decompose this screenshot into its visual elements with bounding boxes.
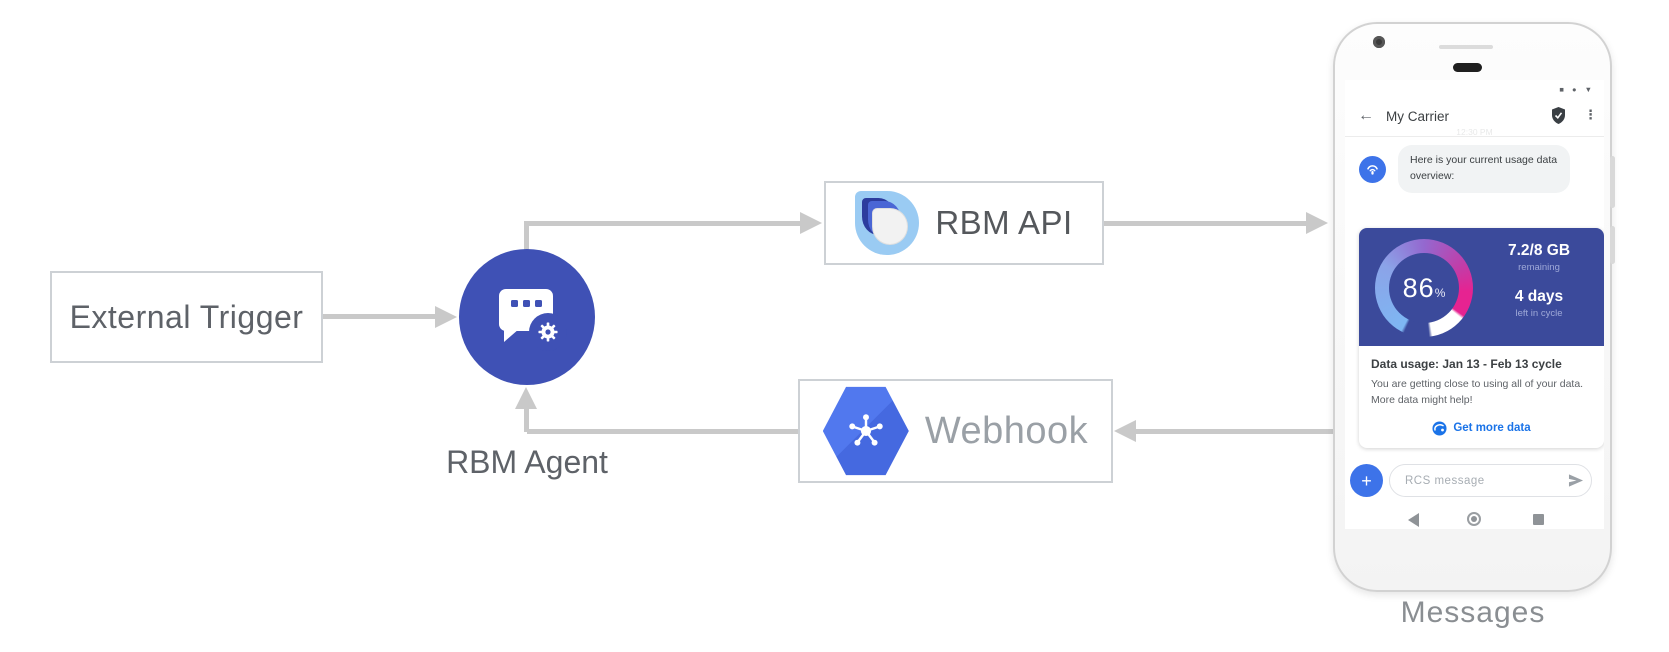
conversation-title: My Carrier bbox=[1386, 109, 1449, 124]
webhook-node: Webhook bbox=[798, 379, 1113, 483]
usage-percent: 86 bbox=[1402, 272, 1435, 303]
cloud-hexagon-icon bbox=[822, 386, 909, 476]
overflow-menu-icon[interactable]: ⋮ bbox=[1584, 107, 1597, 122]
webhook-label: Webhook bbox=[924, 409, 1089, 452]
arrowhead-phone-to-webhook bbox=[1114, 420, 1136, 442]
usage-card-body: Data usage: Jan 13 - Feb 13 cycle You ar… bbox=[1359, 346, 1604, 448]
usage-gauge: 86 % bbox=[1375, 239, 1473, 337]
nav-back-button[interactable] bbox=[1408, 513, 1419, 527]
arrow-webhook-to-agent-horizontal bbox=[527, 429, 798, 434]
back-arrow-icon[interactable]: ← bbox=[1358, 107, 1374, 124]
faint-timestamp: 12:30 PM bbox=[1456, 127, 1493, 137]
verified-shield-icon bbox=[1551, 107, 1566, 129]
rbm-agent-caption: RBM Agent bbox=[446, 444, 608, 480]
arrowhead-api-to-phone bbox=[1306, 212, 1328, 234]
rbm-api-label: RBM API bbox=[935, 204, 1073, 241]
compose-bar bbox=[1389, 464, 1592, 497]
attach-plus-button[interactable]: + bbox=[1350, 464, 1383, 497]
arrow-agent-to-api-horizontal bbox=[524, 221, 800, 226]
usage-card-hero: 86 % 7.2/8 GB remaining 4 days left in c… bbox=[1359, 228, 1604, 346]
get-more-data-button[interactable]: Get more data bbox=[1371, 421, 1592, 436]
quota-value: 7.2/8 GB bbox=[1507, 242, 1571, 259]
usage-card-body-line2: More data might help! bbox=[1371, 394, 1473, 407]
messages-caption: Messages bbox=[1400, 596, 1546, 629]
arrow-trigger-to-agent bbox=[323, 314, 435, 319]
arrow-agent-to-api-vertical bbox=[524, 221, 529, 251]
send-icon[interactable] bbox=[1567, 473, 1585, 488]
arrowhead-trigger-to-agent bbox=[435, 306, 457, 328]
phone-screen: ■ ● ▼ ← My Carrier ⋮ 12:30 PM Here is yo… bbox=[1345, 80, 1604, 529]
arrowhead-agent-to-api bbox=[800, 212, 822, 234]
get-more-data-label: Get more data bbox=[1453, 422, 1531, 435]
globe-icon bbox=[1432, 421, 1447, 436]
power-button[interactable] bbox=[1610, 226, 1615, 264]
nav-home-button[interactable] bbox=[1467, 512, 1481, 526]
days-left-value: 4 days bbox=[1514, 288, 1564, 305]
usage-card: 86 % 7.2/8 GB remaining 4 days left in c… bbox=[1359, 228, 1604, 448]
status-bar-icons: ■ ● ▼ bbox=[1559, 85, 1595, 94]
earpiece bbox=[1453, 63, 1482, 72]
gear-icon bbox=[529, 313, 567, 351]
days-left-caption: left in cycle bbox=[1515, 308, 1563, 319]
usage-percent-sign: % bbox=[1434, 286, 1446, 300]
rbm-agent-node bbox=[459, 249, 595, 385]
external-trigger-node: External Trigger bbox=[50, 271, 323, 363]
rbm-api-node: RBM API bbox=[824, 181, 1104, 265]
arrow-phone-to-webhook bbox=[1136, 429, 1333, 434]
usage-card-title: Data usage: Jan 13 - Feb 13 cycle bbox=[1371, 357, 1562, 371]
plus-icon: + bbox=[1361, 470, 1372, 491]
arrowhead-webhook-to-agent bbox=[515, 387, 537, 409]
rcs-message-input[interactable] bbox=[1390, 474, 1567, 487]
arrow-webhook-to-agent-vertical bbox=[524, 408, 529, 432]
agent-avatar-icon bbox=[1359, 156, 1386, 183]
top-speaker-line bbox=[1439, 45, 1493, 49]
phone-device: ■ ● ▼ ← My Carrier ⋮ 12:30 PM Here is yo… bbox=[1333, 22, 1615, 592]
usage-card-body-line1: You are getting close to using all of yo… bbox=[1371, 378, 1584, 390]
header-divider bbox=[1345, 136, 1604, 137]
quota-caption: remaining bbox=[1518, 262, 1560, 273]
bot-message-bubble: Here is your current usage data overview… bbox=[1398, 145, 1570, 193]
external-trigger-label: External Trigger bbox=[69, 298, 304, 335]
front-camera bbox=[1373, 36, 1385, 48]
arrow-api-to-phone bbox=[1104, 221, 1306, 226]
rbm-api-logo-icon bbox=[855, 191, 920, 255]
volume-button[interactable] bbox=[1610, 156, 1615, 208]
nav-overview-button[interactable] bbox=[1533, 514, 1544, 525]
